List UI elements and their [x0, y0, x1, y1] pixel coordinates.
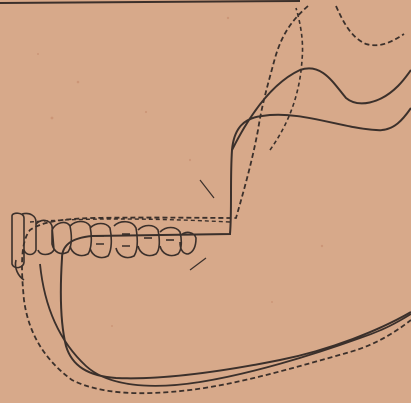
tracing-diagram [0, 0, 411, 403]
mandible-tracing-svg [0, 0, 411, 403]
